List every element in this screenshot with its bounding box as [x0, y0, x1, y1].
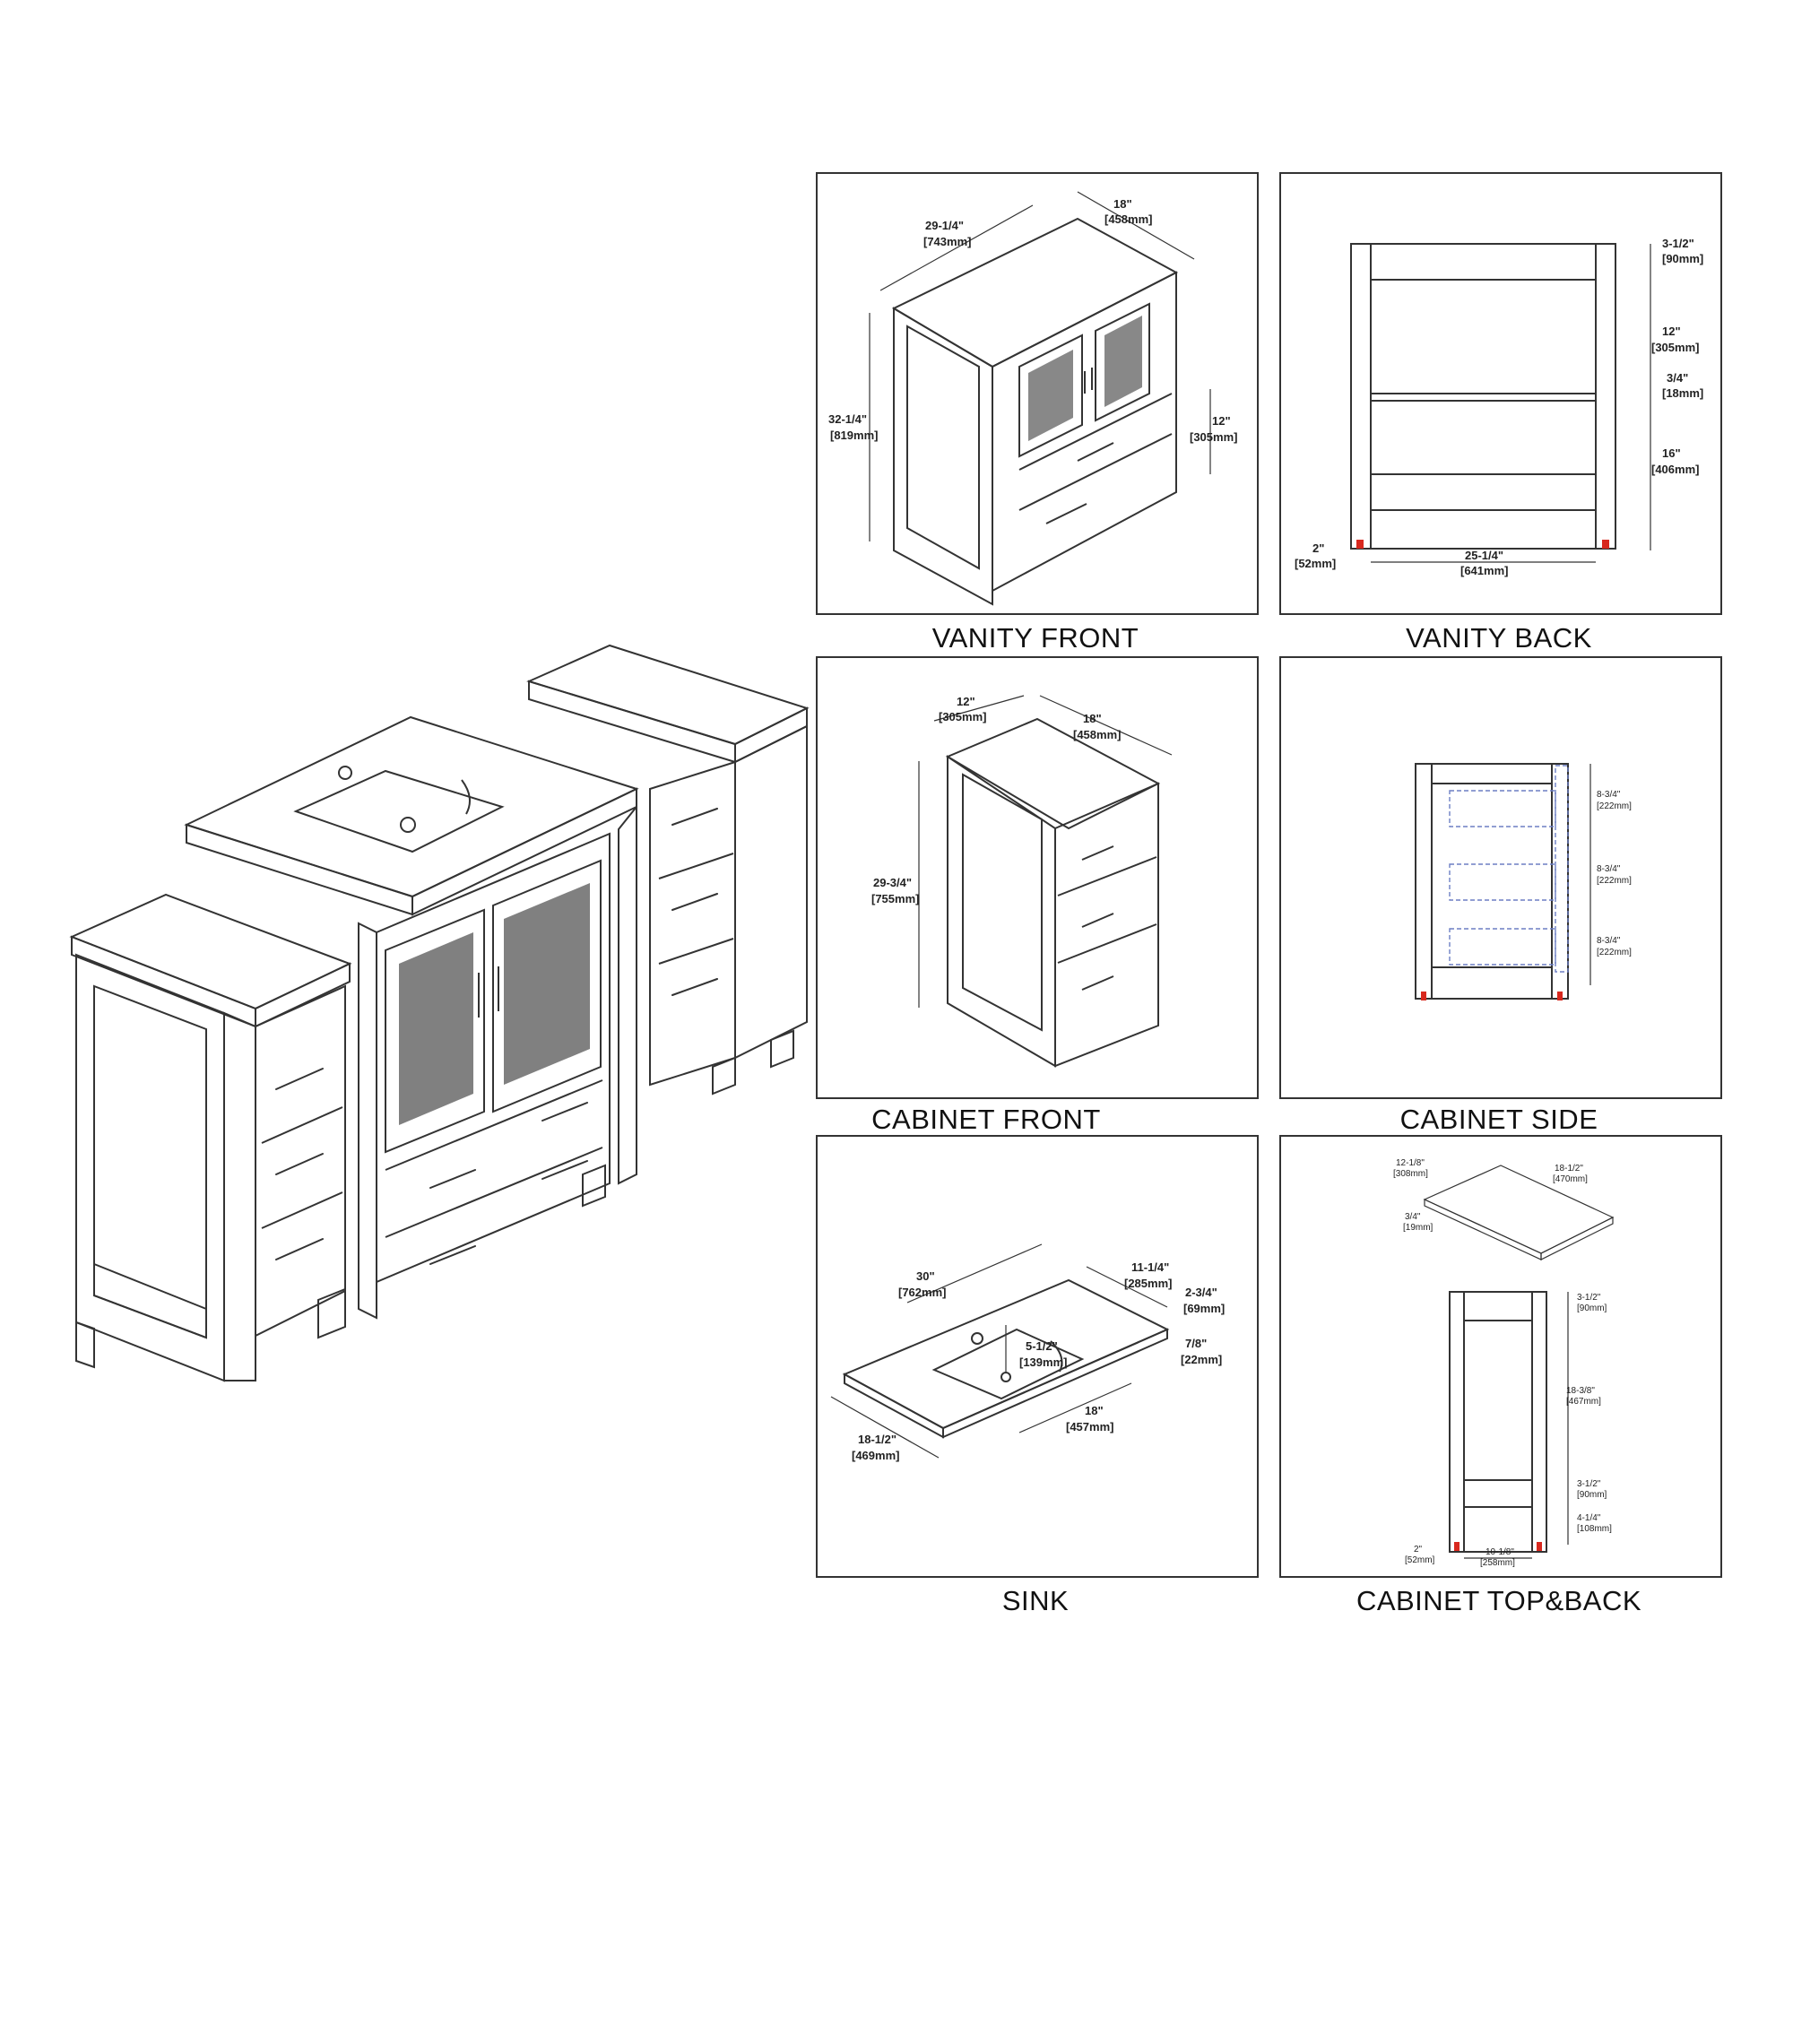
dimension-label: 29-3/4" — [873, 876, 912, 889]
dimension-label: [222mm] — [1597, 801, 1632, 811]
dimension-label: 2" — [1312, 541, 1324, 555]
dimension-label: [457mm] — [1066, 1420, 1113, 1433]
caption-cabinet-top-back: CABINET TOP&BACK — [1356, 1585, 1642, 1616]
dimension-label: 7/8" — [1185, 1337, 1207, 1350]
dimension-label: 3-1/2" — [1662, 237, 1694, 250]
dimension-label: 18-1/2" — [858, 1433, 896, 1446]
panel-vanity-back: 3-1/2" [90mm] 12" [305mm] 3/4" [18mm] 16… — [1279, 172, 1722, 615]
panel-cabinet-side: 8-3/4" [222mm] 8-3/4" [222mm] 8-3/4" [22… — [1279, 656, 1722, 1099]
dimension-label: [305mm] — [1651, 341, 1699, 354]
dimension-label: [90mm] — [1577, 1490, 1607, 1500]
dimension-label: [743mm] — [923, 235, 971, 248]
dimension-label: [22mm] — [1181, 1353, 1222, 1366]
dimension-label: 18" — [1113, 197, 1132, 211]
dimension-label: [467mm] — [1566, 1397, 1601, 1407]
dimension-label: [222mm] — [1597, 948, 1632, 957]
panel-cabinet-top-back: 12-1/8" [308mm] 18-1/2" [470mm] 3/4" [19… — [1279, 1135, 1722, 1578]
dimension-label: [470mm] — [1553, 1174, 1588, 1184]
dimension-label: 18" — [1085, 1404, 1104, 1417]
vanity-set-illustration — [69, 644, 810, 1382]
dimension-label: [69mm] — [1183, 1302, 1225, 1315]
dimension-label: 8-3/4" — [1597, 864, 1621, 874]
dimension-label: 25-1/4" — [1465, 549, 1503, 562]
dimension-label: [458mm] — [1073, 728, 1121, 741]
dimension-label: [285mm] — [1124, 1277, 1172, 1290]
dimension-label: 12-1/8" — [1396, 1158, 1425, 1168]
dimension-label: 8-3/4" — [1597, 936, 1621, 946]
dimension-label: 18-1/2" — [1555, 1164, 1583, 1174]
caption-cabinet-front: CABINET FRONT — [871, 1104, 1101, 1135]
dimension-label: [52mm] — [1405, 1555, 1435, 1565]
dimension-label: 3/4" — [1405, 1212, 1421, 1222]
dimension-label: [305mm] — [939, 710, 986, 723]
main-vanity — [184, 715, 639, 1320]
dimension-label: 12" — [957, 695, 975, 708]
dimension-label: [19mm] — [1403, 1223, 1434, 1233]
dimension-label: [458mm] — [1104, 212, 1152, 226]
dimension-label: 16" — [1662, 446, 1681, 460]
dimension-label: [258mm] — [1480, 1558, 1515, 1568]
dimension-label: 5-1/2" — [1026, 1339, 1058, 1353]
panel-vanity-front: 29-1/4" [743mm] 18" [458mm] 32-1/4" [819… — [816, 172, 1259, 615]
spec-sheet: 29-1/4" [743mm] 18" [458mm] 32-1/4" [819… — [69, 172, 1722, 1616]
dimension-label: [469mm] — [852, 1449, 899, 1462]
dimension-label: 8-3/4" — [1597, 790, 1621, 800]
dimension-label: 2-3/4" — [1185, 1286, 1217, 1299]
dimension-label: [18mm] — [1662, 386, 1703, 400]
dimension-label: 10-1/8" — [1486, 1547, 1514, 1557]
dimension-label: [305mm] — [1190, 430, 1237, 444]
dimension-label: [819mm] — [830, 429, 878, 442]
dimension-label: [90mm] — [1577, 1303, 1607, 1313]
dimension-label: 11-1/4" — [1131, 1260, 1169, 1274]
dimension-label: [762mm] — [898, 1286, 946, 1299]
dimension-label: 3-1/2" — [1577, 1293, 1601, 1303]
dimension-label: [755mm] — [871, 892, 919, 905]
dimension-label: 2" — [1414, 1545, 1423, 1555]
dimension-label: [52mm] — [1295, 557, 1336, 570]
dimension-label: 4-1/4" — [1577, 1513, 1601, 1523]
caption-vanity-back: VANITY BACK — [1406, 622, 1592, 654]
caption-vanity-front: VANITY FRONT — [931, 622, 1139, 654]
dimension-label: [308mm] — [1393, 1169, 1428, 1179]
left-side-cabinet — [69, 893, 352, 1382]
dimension-label: 12" — [1212, 414, 1231, 428]
dimension-label: [641mm] — [1460, 564, 1508, 577]
dimension-label: [108mm] — [1577, 1524, 1612, 1534]
dimension-label: [222mm] — [1597, 876, 1632, 886]
dimension-label: 12" — [1662, 325, 1681, 338]
dimension-label: 29-1/4" — [925, 219, 964, 232]
caption-sink: SINK — [1001, 1585, 1070, 1616]
dimension-label: 18-3/8" — [1566, 1386, 1595, 1396]
panel-cabinet-front: 12" [305mm] 18" [458mm] 29-3/4" [755mm] — [816, 656, 1259, 1099]
right-side-cabinet — [526, 644, 810, 1096]
dimension-label: 3-1/2" — [1577, 1479, 1601, 1489]
dimension-label: 32-1/4" — [828, 412, 867, 426]
dimension-label: 3/4" — [1667, 371, 1688, 385]
dimension-label: [406mm] — [1651, 463, 1699, 476]
dimension-label: 18" — [1083, 712, 1102, 725]
dimension-label: 30" — [916, 1269, 935, 1283]
panel-sink: 30" [762mm] 11-1/4" [285mm] 2-3/4" [69mm… — [816, 1135, 1259, 1578]
dimension-label: [90mm] — [1662, 252, 1703, 265]
caption-cabinet-side: CABINET SIDE — [1399, 1104, 1598, 1135]
dimension-label: [139mm] — [1019, 1355, 1067, 1369]
